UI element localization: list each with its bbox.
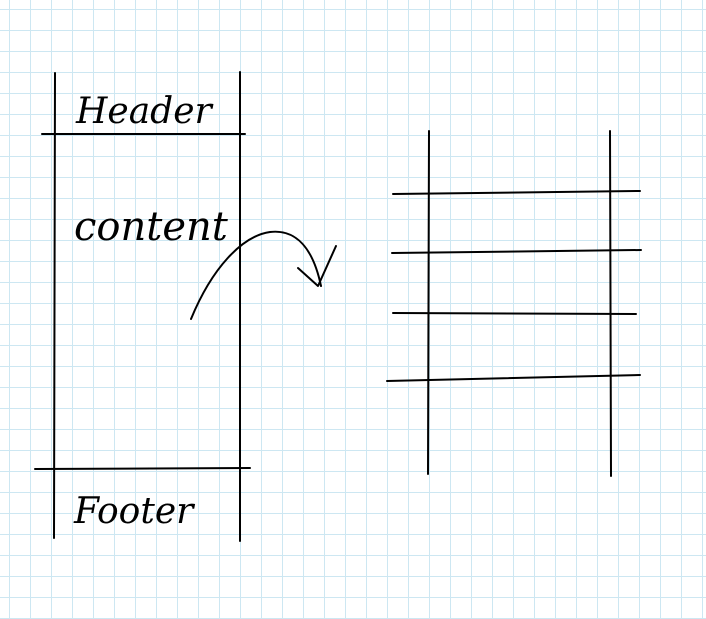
rows-layout-sketch (386, 130, 642, 477)
ladder-left-rail (427, 130, 430, 475)
row-line-3 (392, 312, 637, 315)
footer-label: Footer (73, 491, 195, 532)
arrow-curve (190, 230, 322, 320)
arrow-head-icon (297, 245, 337, 287)
ladder-right-rail (609, 130, 612, 477)
header-label: Header (75, 91, 214, 132)
left-wall-line (53, 72, 56, 539)
row-line-2 (391, 249, 642, 254)
content-label: content (74, 204, 229, 250)
row-line-4 (386, 374, 641, 382)
transform-arrow (190, 230, 337, 320)
footer-divider-line (34, 467, 251, 470)
row-line-1 (392, 190, 641, 195)
page-layout-sketch: Header content Footer (34, 71, 251, 542)
